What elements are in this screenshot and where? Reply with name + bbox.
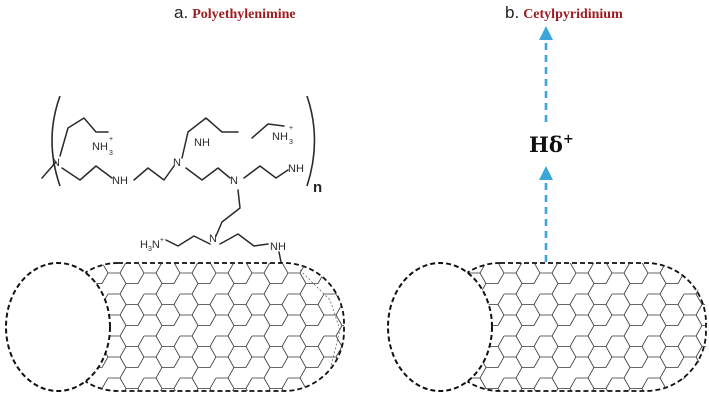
- atom-n1: N: [52, 157, 60, 169]
- left-bracket: [51, 95, 61, 187]
- atom-n2: N: [173, 157, 181, 169]
- h-delta-plus-label: Hδ+: [529, 132, 574, 157]
- atom-nh3-right-sub: 3: [289, 139, 293, 146]
- repeat-subscript-n: n: [313, 179, 322, 196]
- pei-bonds-upper: [41, 117, 109, 179]
- pei-anchor-bond: [278, 251, 282, 263]
- atom-nh-end: NH: [288, 163, 304, 175]
- caption-b-letter: b.: [505, 3, 520, 22]
- atom-n4: N: [209, 233, 217, 245]
- atom-nh3-top-sup: +: [109, 136, 113, 143]
- atom-n3: N: [230, 175, 238, 187]
- atom-nh3-top-sub: 3: [109, 150, 113, 157]
- caption-b-name: Cetylpyridinium: [523, 7, 623, 22]
- caption-cetylpyridinium: b.Cetylpyridinium: [505, 2, 623, 24]
- caption-a-letter: a.: [174, 3, 189, 22]
- arrow-lower-head: [539, 166, 553, 180]
- atom-nh3-top: NH: [92, 141, 108, 153]
- caption-polyethylenimine: a.Polyethylenimine: [174, 2, 296, 24]
- pei-bonds-main: [61, 117, 285, 181]
- nanotube-a-end-cap: [5, 262, 111, 392]
- atom-nh-top2: NH: [194, 137, 210, 149]
- caption-a-name: Polyethylenimine: [192, 7, 296, 22]
- pei-bonds-mid: [185, 165, 289, 181]
- atom-h3n: H3N+: [140, 237, 164, 253]
- atom-nh-1: NH: [112, 175, 128, 187]
- nanotube-b: [387, 262, 707, 392]
- right-bracket: [306, 95, 316, 187]
- pei-bonds-lower: [165, 189, 269, 247]
- arrow-upper-head: [539, 26, 553, 40]
- pei-structure: N NH + 3 NH N NH NH + 3 N NH H3N+ N NH n: [41, 95, 322, 263]
- nanotube-b-end-cap: [387, 262, 493, 392]
- atom-nh3-right: NH: [272, 131, 288, 143]
- nanotube-a: [5, 262, 345, 392]
- atom-nh-anchor: NH: [270, 241, 286, 253]
- interaction-arrows: [539, 26, 553, 262]
- atom-nh3-right-sup: +: [289, 125, 293, 132]
